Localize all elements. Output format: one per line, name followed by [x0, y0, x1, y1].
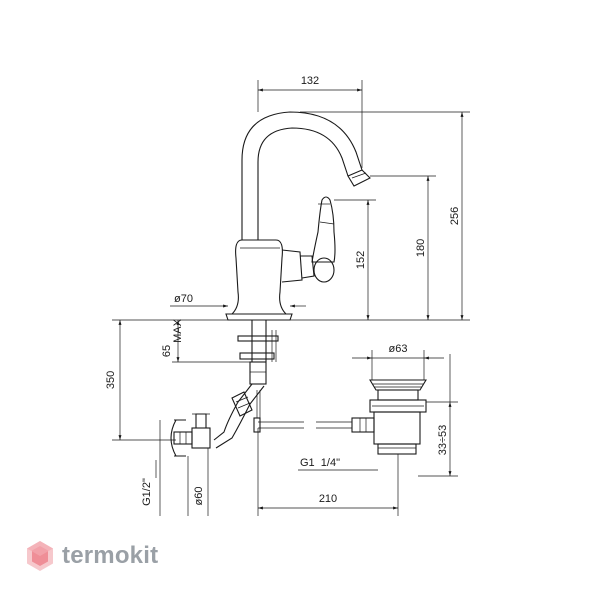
dim-33-53: 33÷53: [437, 425, 449, 456]
dim-g1-2: G1/2": [141, 478, 153, 506]
dim-65-max-label: MAX: [172, 318, 184, 343]
dim-350: 350: [105, 371, 117, 389]
termokit-logo-icon: [27, 541, 53, 571]
dim-210: 210: [319, 493, 337, 505]
dim-o63: ø63: [389, 343, 408, 355]
dimension-labels: 132 256 180 152 ø70 65MAX 350 ø63 33÷53 …: [105, 75, 461, 506]
faucet: [225, 111, 371, 385]
drain: [351, 379, 427, 455]
dim-152: 152: [355, 251, 367, 269]
dim-65-max: 65 MAX: [161, 318, 184, 357]
dim-132: 132: [301, 75, 319, 87]
brand-name: termokit: [62, 542, 159, 569]
dimension-lines: [112, 80, 470, 516]
dim-o60: ø60: [193, 487, 205, 506]
dim-g1-1-4: G1 1/4": [300, 457, 340, 469]
dim-256: 256: [449, 207, 461, 225]
supply-line: [170, 383, 352, 457]
dim-o70: ø70: [174, 293, 193, 305]
dim-180: 180: [415, 239, 427, 257]
dim-65-value: 65: [161, 345, 173, 357]
brand-logo: termokit: [26, 538, 158, 574]
